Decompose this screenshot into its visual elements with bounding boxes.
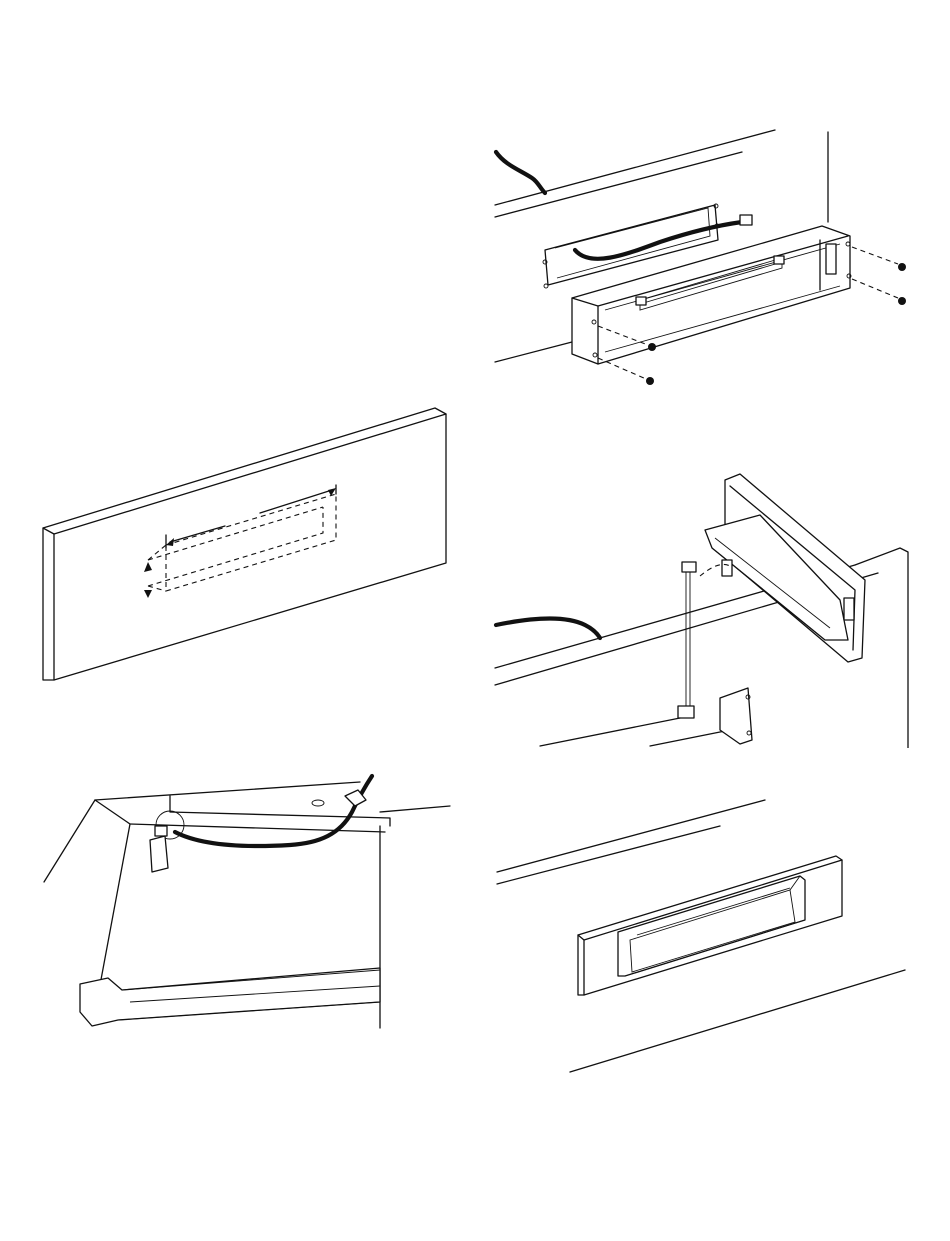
cabinet-top-edge — [95, 782, 360, 800]
cutout-panel-figure — [35, 400, 455, 690]
wire-harness — [686, 572, 690, 708]
harness-connector — [155, 826, 167, 836]
cabinet-edge — [497, 800, 765, 872]
routed-cable — [175, 776, 372, 846]
lower-wall-opening — [720, 688, 752, 744]
installed-control-figure — [490, 795, 910, 1080]
panel-board — [43, 408, 446, 680]
housing-install-figure — [480, 120, 920, 390]
cabinet-edge — [495, 130, 775, 205]
control-handle-recess — [618, 876, 805, 976]
power-cable — [496, 619, 600, 638]
wire-routing-figure — [40, 770, 460, 1035]
harness-plug — [740, 215, 752, 225]
power-cable — [496, 152, 545, 193]
trim-strip — [80, 968, 380, 1026]
harness-connect-figure — [490, 470, 920, 755]
